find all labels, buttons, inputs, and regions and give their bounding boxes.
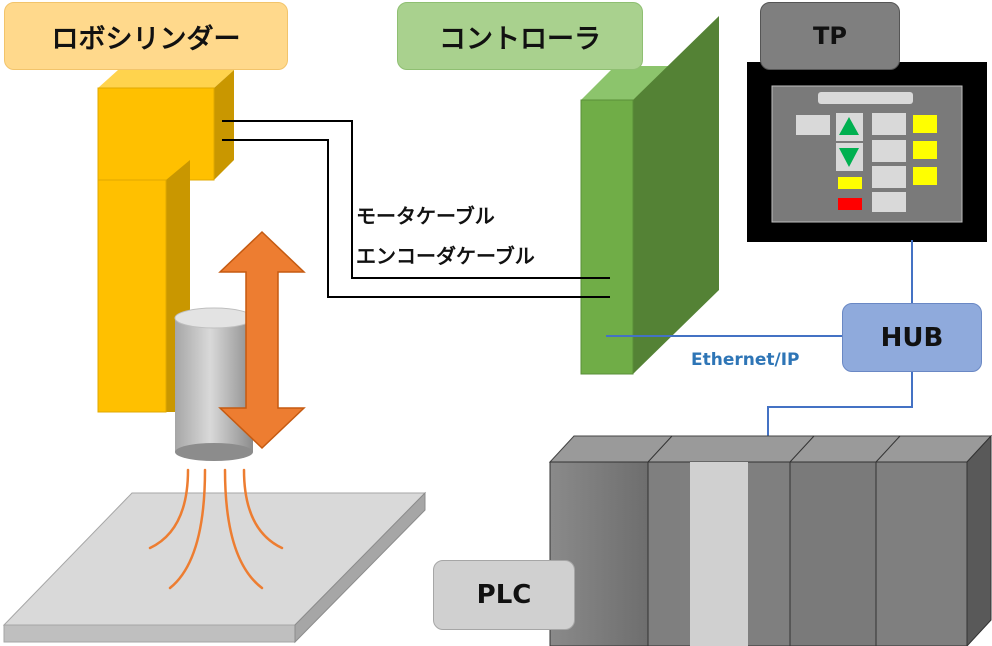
encoder-cable-label: エンコーダケーブル: [356, 244, 535, 268]
robocylinder-label: ロボシリンダー: [4, 2, 288, 70]
work-plate: [2, 491, 427, 644]
ethernet-ip-label: Ethernet/IP: [691, 350, 800, 370]
plc-label: PLC: [433, 560, 575, 630]
encoder-cable-line: [222, 139, 610, 298]
tool-cylinder: [174, 307, 254, 461]
motion-arrow-icon: [218, 230, 306, 450]
cable-lines: [222, 120, 610, 298]
controller-unit: [580, 16, 719, 375]
hub-label: HUB: [842, 303, 982, 372]
plc-rack: [548, 434, 992, 646]
tp-label: TP: [760, 2, 900, 70]
motor-cable-label: モータケーブル: [356, 204, 495, 228]
teaching-pendant: [747, 62, 987, 242]
motor-cable-line: [222, 120, 610, 279]
suction-lines: [148, 468, 284, 590]
controller-label: コントローラ: [397, 2, 643, 70]
